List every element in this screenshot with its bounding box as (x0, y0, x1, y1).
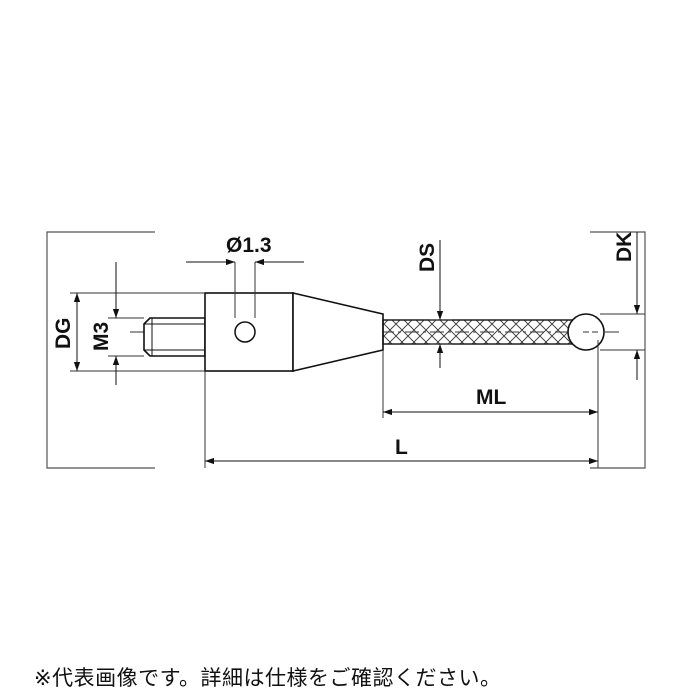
hole-diameter-label: Ø1.3 (226, 234, 272, 257)
taper-section (292, 291, 384, 373)
l-dimension: L (204, 371, 598, 468)
m3-dimension: M3 (90, 262, 144, 385)
dg-dimension: DG (52, 292, 205, 372)
stylus-stem (382, 319, 576, 345)
ml-label: ML (476, 386, 506, 409)
ds-dimension: DS (416, 240, 452, 368)
dk-dimension: DK (600, 232, 645, 380)
l-label: L (395, 436, 408, 459)
dg-label: DG (52, 318, 75, 350)
ml-dimension: ML (382, 340, 599, 468)
hole-diameter-dimension: Ø1.3 (186, 234, 304, 318)
cross-hole (234, 321, 256, 343)
dk-label: DK (613, 232, 636, 262)
thread-section (143, 317, 206, 357)
stylus-body (204, 292, 294, 372)
ds-label: DS (416, 243, 439, 272)
representative-image-note: ※代表画像です。詳細は仕様をご確認ください。 (34, 666, 502, 690)
m3-label: M3 (90, 322, 113, 351)
